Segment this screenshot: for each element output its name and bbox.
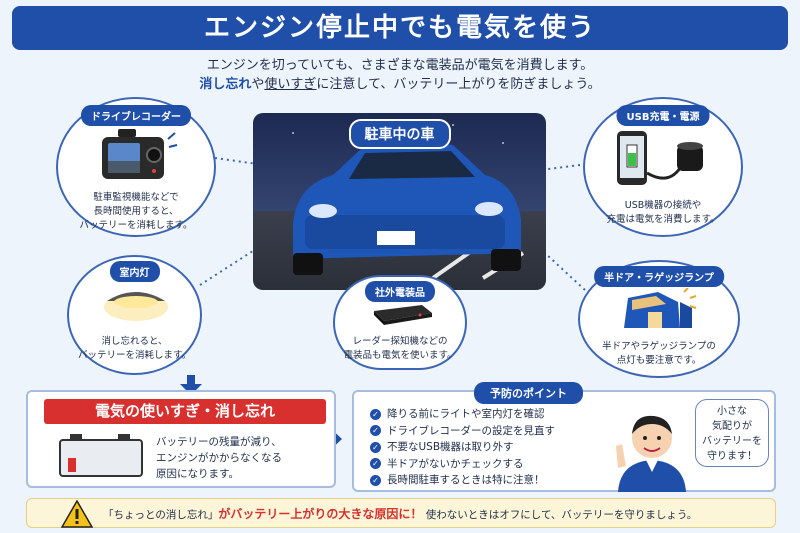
parked-car-panel: 駐車中の車 bbox=[253, 113, 546, 290]
list-item: ✓ 不要なUSB機器は取り外す bbox=[370, 439, 555, 456]
intro-underline: 使いすぎ bbox=[264, 77, 317, 92]
footer-text: 「ちょっとの消し忘れ」がバッテリー上がりの大きな原因に！ 使わないときはオフにし… bbox=[103, 499, 697, 530]
dashcam-icon bbox=[102, 129, 178, 179]
aftermarket-bubble: 社外電装品 レーダー探知機などの 電装品も電気を使います。 bbox=[333, 275, 467, 370]
check-icon: ✓ bbox=[370, 441, 381, 453]
intro-line-1: エンジンを切っていても、さまざまな電装品が電気を消費します。 bbox=[206, 58, 594, 73]
room-lamp-bubble: 室内灯 消し忘れると、 バッテリーを消耗します。 bbox=[67, 255, 202, 375]
list-item: ✓ 長時間駐車するときは特に注意！ bbox=[370, 472, 555, 489]
room-lamp-tag: 室内灯 bbox=[109, 261, 160, 282]
footer-tail: 使わないときはオフにして、バッテリーを守りましょう。 bbox=[425, 509, 698, 521]
desc-line: USB機器の接続や bbox=[624, 200, 702, 211]
desc-line: バッテリーを消耗します。 bbox=[77, 350, 192, 361]
car-icon bbox=[292, 124, 525, 280]
point-text: ドライブレコーダーの設定を見直す bbox=[387, 424, 555, 437]
desc-line: 長時間使用すると、 bbox=[93, 206, 179, 217]
speech-line: バッテリーを bbox=[702, 436, 762, 447]
intro-rest: に注意して、バッテリー上がりを防ぎましょう。 bbox=[316, 77, 601, 92]
desc-line: レーダー探知機などの bbox=[352, 336, 448, 347]
warning-box: 電気の使いすぎ・消し忘れ バッテリーの残量が減り、 エンジンがかからなくなる 原… bbox=[26, 390, 336, 488]
speech-line: 気配りが bbox=[712, 421, 752, 432]
usb-desc: USB機器の接続や 充電は電気を消費します。 bbox=[585, 199, 741, 227]
point-text: 半ドアがないかチェックする bbox=[387, 457, 524, 470]
desc-line: 駐車監視機能などで bbox=[93, 192, 179, 203]
list-item: ✓ 降りる前にライトや室内灯を確認 bbox=[370, 406, 555, 423]
radar-detector-icon bbox=[374, 305, 432, 325]
page-title: エンジン停止中でも電気を使う bbox=[12, 6, 788, 50]
prevention-list: ✓ 降りる前にライトや室内灯を確認 ✓ ドライブレコーダーの設定を見直す ✓ 不要なU… bbox=[370, 406, 555, 489]
speech-line: 守ります！ bbox=[707, 451, 757, 462]
point-text: 長時間駐車するときは特に注意！ bbox=[387, 474, 545, 486]
warning-line: 原因になります。 bbox=[156, 468, 239, 480]
room-lamp-desc: 消し忘れると、 バッテリーを消耗します。 bbox=[69, 335, 200, 363]
warning-text: バッテリーの残量が減り、 エンジンがかからなくなる 原因になります。 bbox=[156, 434, 332, 482]
check-icon: ✓ bbox=[370, 458, 381, 470]
footer-banner: 「ちょっとの消し忘れ」がバッテリー上がりの大きな原因に！ 使わないときはオフにし… bbox=[26, 498, 776, 528]
list-item: ✓ 半ドアがないかチェックする bbox=[370, 456, 555, 473]
usb-tag: USB充電・電源 bbox=[616, 105, 710, 126]
down-arrow-icon bbox=[180, 375, 202, 395]
desc-line: 充電は電気を消費します。 bbox=[606, 214, 720, 225]
warning-triangle-icon bbox=[61, 500, 93, 528]
desc-line: 電装品も電気を使います。 bbox=[343, 350, 457, 361]
check-icon: ✓ bbox=[370, 408, 381, 420]
intro-mid: や bbox=[251, 77, 265, 92]
aftermarket-desc: レーダー探知機などの 電装品も電気を使います。 bbox=[335, 335, 465, 363]
list-item: ✓ ドライブレコーダーの設定を見直す bbox=[370, 423, 555, 440]
mechanic-icon bbox=[616, 415, 686, 492]
intro-text: エンジンを切っていても、さまざまな電装品が電気を消費します。 消し忘れや使いすぎ… bbox=[0, 56, 800, 94]
warning-head: 電気の使いすぎ・消し忘れ bbox=[44, 399, 326, 424]
check-icon: ✓ bbox=[370, 474, 381, 486]
warning-line: バッテリーの残量が減り、 bbox=[156, 436, 282, 448]
speech-bubble: 小さな 気配りが バッテリーを 守ります！ bbox=[695, 399, 769, 467]
drive-recorder-tag: ドライブレコーダー bbox=[81, 105, 191, 126]
phone-charging-icon bbox=[617, 131, 703, 185]
aftermarket-tag: 社外電装品 bbox=[365, 281, 435, 302]
drive-recorder-bubble: ドライブレコーダー 駐車監視機能などで 長時間使用すると、 バッテリーを消耗しま… bbox=[56, 97, 216, 237]
parked-car-label: 駐車中の車 bbox=[348, 119, 451, 149]
desc-line: 半ドアやラゲッジランプの bbox=[602, 341, 716, 352]
open-door-icon bbox=[624, 288, 697, 328]
point-text: 不要なUSB機器は取り外す bbox=[387, 441, 514, 453]
intro-line-2: 消し忘れや使いすぎに注意して、バッテリー上がりを防ぎましょう。 bbox=[0, 75, 800, 94]
prevention-head: 予防のポイント bbox=[474, 382, 583, 404]
drive-recorder-desc: 駐車監視機能などで 長時間使用すると、 バッテリーを消耗します。 bbox=[58, 191, 214, 233]
intro-accent: 消し忘れ bbox=[199, 77, 252, 92]
desc-line: 消し忘れると、 bbox=[101, 336, 168, 347]
usb-bubble: USB充電・電源 USB機器の接続や 充電は電気を消費します。 bbox=[583, 97, 743, 237]
door-lamp-tag: 半ドア・ラゲッジランプ bbox=[594, 266, 724, 287]
door-lamp-desc: 半ドアやラゲッジランプの 点灯も要注意です。 bbox=[580, 340, 738, 368]
warning-line: エンジンがかからなくなる bbox=[156, 452, 282, 464]
door-lamp-bubble: 半ドア・ラゲッジランプ 半ドアやラゲッジランプの 点灯も要注意です。 bbox=[578, 260, 740, 378]
speech-line: 小さな bbox=[717, 406, 747, 417]
footer-quote: 「ちょっとの消し忘れ」 bbox=[103, 509, 219, 521]
desc-line: 点灯も要注意です。 bbox=[616, 355, 702, 366]
ceiling-lamp-icon bbox=[104, 292, 168, 321]
footer-emphasis: がバッテリー上がりの大きな原因に！ bbox=[218, 507, 423, 521]
point-text: 降りる前にライトや室内灯を確認 bbox=[387, 408, 545, 420]
desc-line: バッテリーを消耗します。 bbox=[79, 220, 193, 231]
battery-icon bbox=[59, 434, 143, 477]
check-icon: ✓ bbox=[370, 425, 381, 437]
